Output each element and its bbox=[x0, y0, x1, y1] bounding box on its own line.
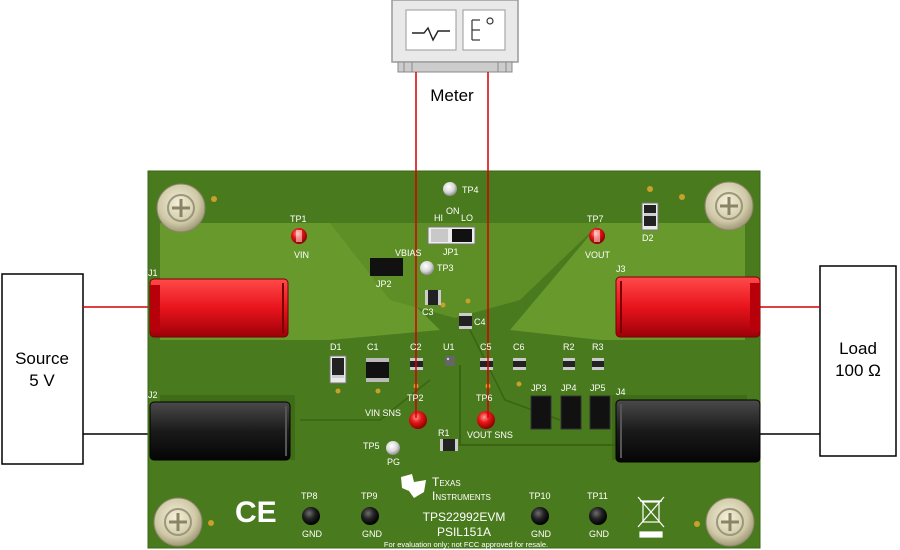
load-box bbox=[819, 265, 897, 457]
resistor-r3 bbox=[592, 358, 604, 370]
label-jp2: JP2 bbox=[376, 279, 392, 289]
jumper-jp1 bbox=[427, 226, 476, 245]
waveform-icon bbox=[412, 26, 450, 42]
ce-mark: CE bbox=[235, 496, 277, 529]
mounting-screw-bl-icon bbox=[153, 497, 203, 547]
mounting-screw-tl-icon bbox=[156, 183, 206, 233]
logo-instruments: Instruments bbox=[432, 489, 491, 503]
logo-texas: Texas bbox=[432, 475, 461, 489]
test-point-tp11 bbox=[589, 507, 607, 525]
label-c3: C3 bbox=[422, 307, 434, 317]
source-label: Source bbox=[15, 349, 69, 368]
load-label: Load bbox=[839, 339, 877, 358]
label-j4: J4 bbox=[616, 387, 626, 397]
ti-logo-icon bbox=[401, 474, 426, 498]
label-vin-sns: VIN SNS bbox=[365, 408, 401, 418]
label-c2: C2 bbox=[410, 342, 422, 352]
label-tp10: TP10 bbox=[529, 491, 551, 501]
label-on: ON bbox=[446, 206, 460, 216]
resistor-r2 bbox=[563, 358, 575, 370]
test-point-tp10 bbox=[531, 507, 549, 525]
source-box bbox=[1, 273, 84, 465]
label-d1: D1 bbox=[330, 342, 342, 352]
label-hi: HI bbox=[434, 213, 443, 223]
label-tp9: TP9 bbox=[361, 491, 378, 501]
test-point-tp5 bbox=[386, 441, 400, 455]
connector-j2 bbox=[149, 401, 291, 461]
label-jp1: JP1 bbox=[443, 247, 459, 257]
label-c1: C1 bbox=[367, 342, 379, 352]
label-pg: PG bbox=[387, 457, 400, 467]
label-gnd-tp9: GND bbox=[362, 529, 383, 539]
label-vout-sns: VOUT SNS bbox=[467, 430, 513, 440]
label-vout: VOUT bbox=[585, 250, 611, 260]
capacitor-c1 bbox=[366, 358, 389, 382]
label-r2: R2 bbox=[563, 342, 575, 352]
label-r3: R3 bbox=[592, 342, 604, 352]
meter-label: Meter bbox=[430, 86, 474, 105]
connector-j1 bbox=[149, 278, 289, 338]
test-point-tp4 bbox=[443, 182, 457, 196]
disclaimer: For evaluation only; not FCC approved fo… bbox=[384, 540, 548, 549]
label-tp3: TP3 bbox=[437, 263, 454, 273]
label-tp1: TP1 bbox=[290, 214, 307, 224]
resistor-r1 bbox=[440, 439, 458, 451]
label-j3: J3 bbox=[616, 264, 626, 274]
label-gnd-tp10: GND bbox=[531, 529, 552, 539]
label-gnd-tp8: GND bbox=[302, 529, 323, 539]
label-tp6: TP6 bbox=[476, 393, 493, 403]
label-tp5: TP5 bbox=[363, 441, 380, 451]
label-vin: VIN bbox=[294, 250, 309, 260]
label-vbias: VBIAS bbox=[395, 248, 422, 258]
test-point-tp6 bbox=[477, 411, 495, 429]
capacitor-c5 bbox=[480, 358, 493, 370]
label-gnd-tp11: GND bbox=[589, 529, 610, 539]
knob-icon bbox=[486, 17, 494, 25]
connector-j3 bbox=[615, 276, 761, 338]
jumper-jp4 bbox=[560, 395, 582, 430]
capacitor-c3 bbox=[425, 290, 441, 305]
load-value: 100 Ω bbox=[835, 361, 881, 380]
label-d2: D2 bbox=[642, 233, 654, 243]
label-lo: LO bbox=[461, 213, 473, 223]
jumper-jp3 bbox=[530, 395, 552, 430]
pcb-code: PSIL151A bbox=[437, 525, 491, 539]
mounting-screw-br-icon bbox=[705, 497, 755, 547]
label-c6: C6 bbox=[513, 342, 525, 352]
jumper-jp2 bbox=[370, 258, 403, 276]
label-jp3: JP3 bbox=[531, 383, 547, 393]
label-c5: C5 bbox=[480, 342, 492, 352]
label-tp2: TP2 bbox=[407, 393, 424, 403]
ic-u1 bbox=[445, 356, 455, 366]
test-point-tp3 bbox=[420, 261, 434, 275]
label-tp4: TP4 bbox=[462, 185, 479, 195]
capacitor-c4 bbox=[459, 313, 472, 329]
diode-d1 bbox=[329, 355, 347, 384]
label-jp4: JP4 bbox=[561, 383, 577, 393]
capacitor-c6 bbox=[513, 358, 526, 370]
label-j1: J1 bbox=[148, 268, 158, 278]
label-tp8: TP8 bbox=[301, 491, 318, 501]
connector-j4 bbox=[615, 399, 761, 463]
label-u1: U1 bbox=[443, 342, 455, 352]
part-number: TPS22992EVM bbox=[423, 510, 506, 524]
test-point-tp8 bbox=[302, 507, 320, 525]
label-tp7: TP7 bbox=[587, 214, 604, 224]
test-point-tp2 bbox=[409, 411, 427, 429]
label-j2: J2 bbox=[148, 390, 158, 400]
label-c4: C4 bbox=[474, 317, 486, 327]
meter bbox=[391, 0, 519, 73]
source-voltage: 5 V bbox=[29, 371, 55, 390]
diode-d2 bbox=[641, 186, 659, 231]
label-jp5: JP5 bbox=[590, 383, 606, 393]
weee-bin-icon bbox=[637, 496, 665, 538]
label-tp11: TP11 bbox=[587, 491, 608, 501]
mounting-screw-tr-icon bbox=[704, 181, 754, 231]
test-point-tp9 bbox=[361, 507, 379, 525]
jumper-jp5 bbox=[589, 395, 611, 430]
label-r1: R1 bbox=[438, 428, 450, 438]
